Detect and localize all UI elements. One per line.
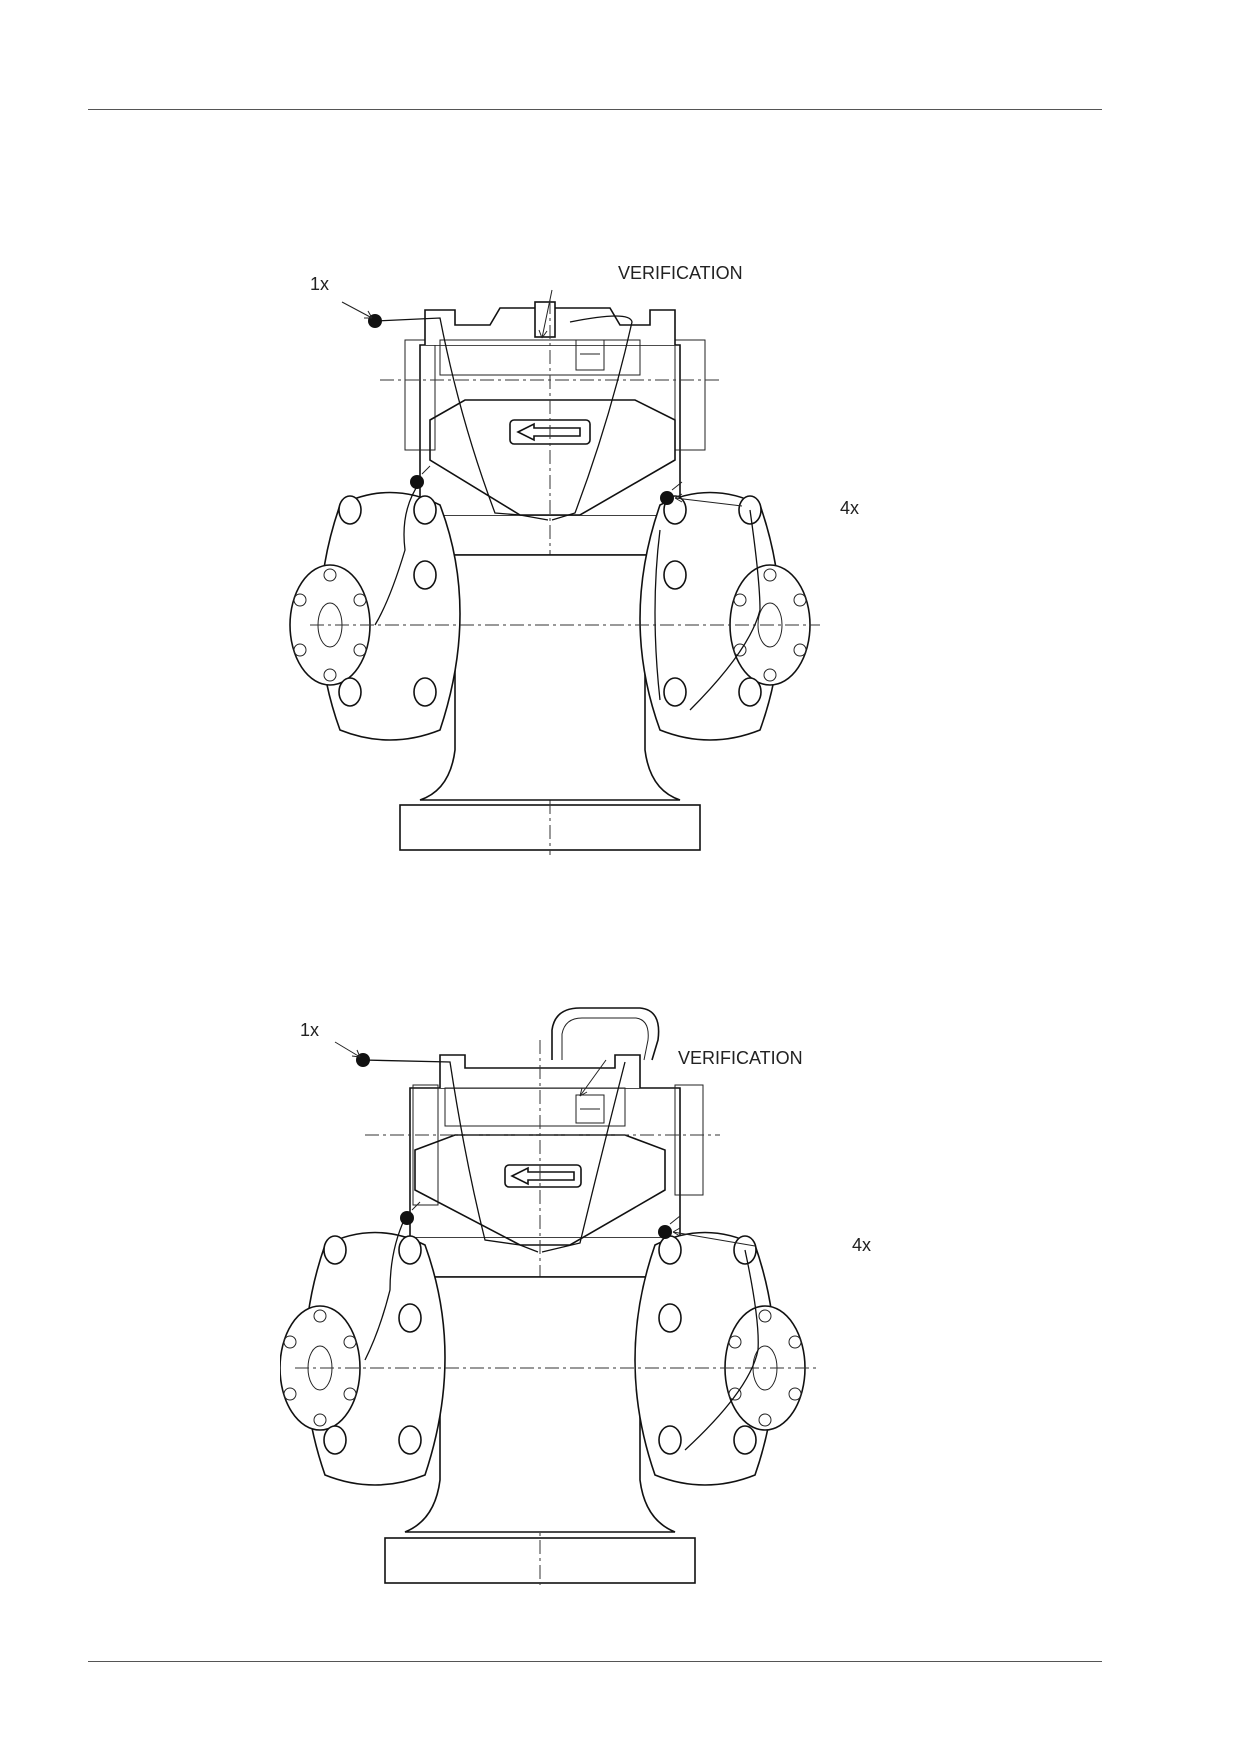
- seal-wire-top-left: [374, 317, 549, 521]
- meter-upper-housing: [409, 1087, 681, 1237]
- seal-count-top-label: 1x: [310, 274, 330, 294]
- left-side-plate: [404, 339, 436, 451]
- right-side-seal: [658, 1225, 672, 1239]
- seal-wire-right-a: [654, 529, 661, 701]
- seal-count-top-label: 1x: [300, 1020, 320, 1040]
- header-rule: [88, 109, 1102, 110]
- inner-cone: [414, 1134, 666, 1246]
- meter-drawing-1: [289, 289, 820, 855]
- meter-sealing-figure-1: 1x VERIFICATION 4x: [280, 263, 900, 860]
- leader-lines: [334, 1041, 756, 1247]
- inner-cone: [429, 399, 676, 516]
- seal-wire-right-b: [689, 509, 761, 711]
- left-side-seal: [400, 1211, 414, 1225]
- corner-bolts: [323, 1235, 757, 1455]
- seal-wire-top-right: [551, 315, 633, 521]
- seal-wire-right: [684, 1249, 759, 1451]
- left-side-seal: [410, 475, 424, 489]
- top-seal: [356, 1053, 370, 1067]
- register-window: [444, 1087, 626, 1127]
- top-bolt: [534, 301, 556, 338]
- verification-label: VERIFICATION: [678, 1048, 803, 1068]
- meter-drawing-2: [280, 1007, 820, 1585]
- verification-label: VERIFICATION: [618, 263, 743, 283]
- meter-sealing-figure-2: 1x VERIFICATION 4x: [280, 1000, 900, 1590]
- right-side-seal: [660, 491, 674, 505]
- top-seal: [368, 314, 382, 328]
- register-window: [439, 339, 641, 376]
- seal-wire-left: [374, 481, 421, 626]
- leader-lines: [341, 289, 743, 507]
- seal-count-side-label: 4x: [840, 498, 860, 518]
- seal-wire-left: [364, 1217, 406, 1361]
- central-body: [404, 1276, 676, 1533]
- flow-direction-arrow: [504, 1164, 582, 1188]
- right-side-plate: [674, 1084, 704, 1196]
- verification-mark: [575, 339, 605, 371]
- right-side-plate: [674, 339, 706, 451]
- left-side-plate: [412, 1084, 439, 1206]
- footer-rule: [88, 1661, 1102, 1662]
- seal-wire-top-right: [541, 1061, 626, 1253]
- verification-mark: [575, 1094, 605, 1124]
- top-cable-loop: [551, 1007, 660, 1061]
- seal-count-side-label: 4x: [852, 1235, 872, 1255]
- seal-wire-top-left: [362, 1059, 539, 1253]
